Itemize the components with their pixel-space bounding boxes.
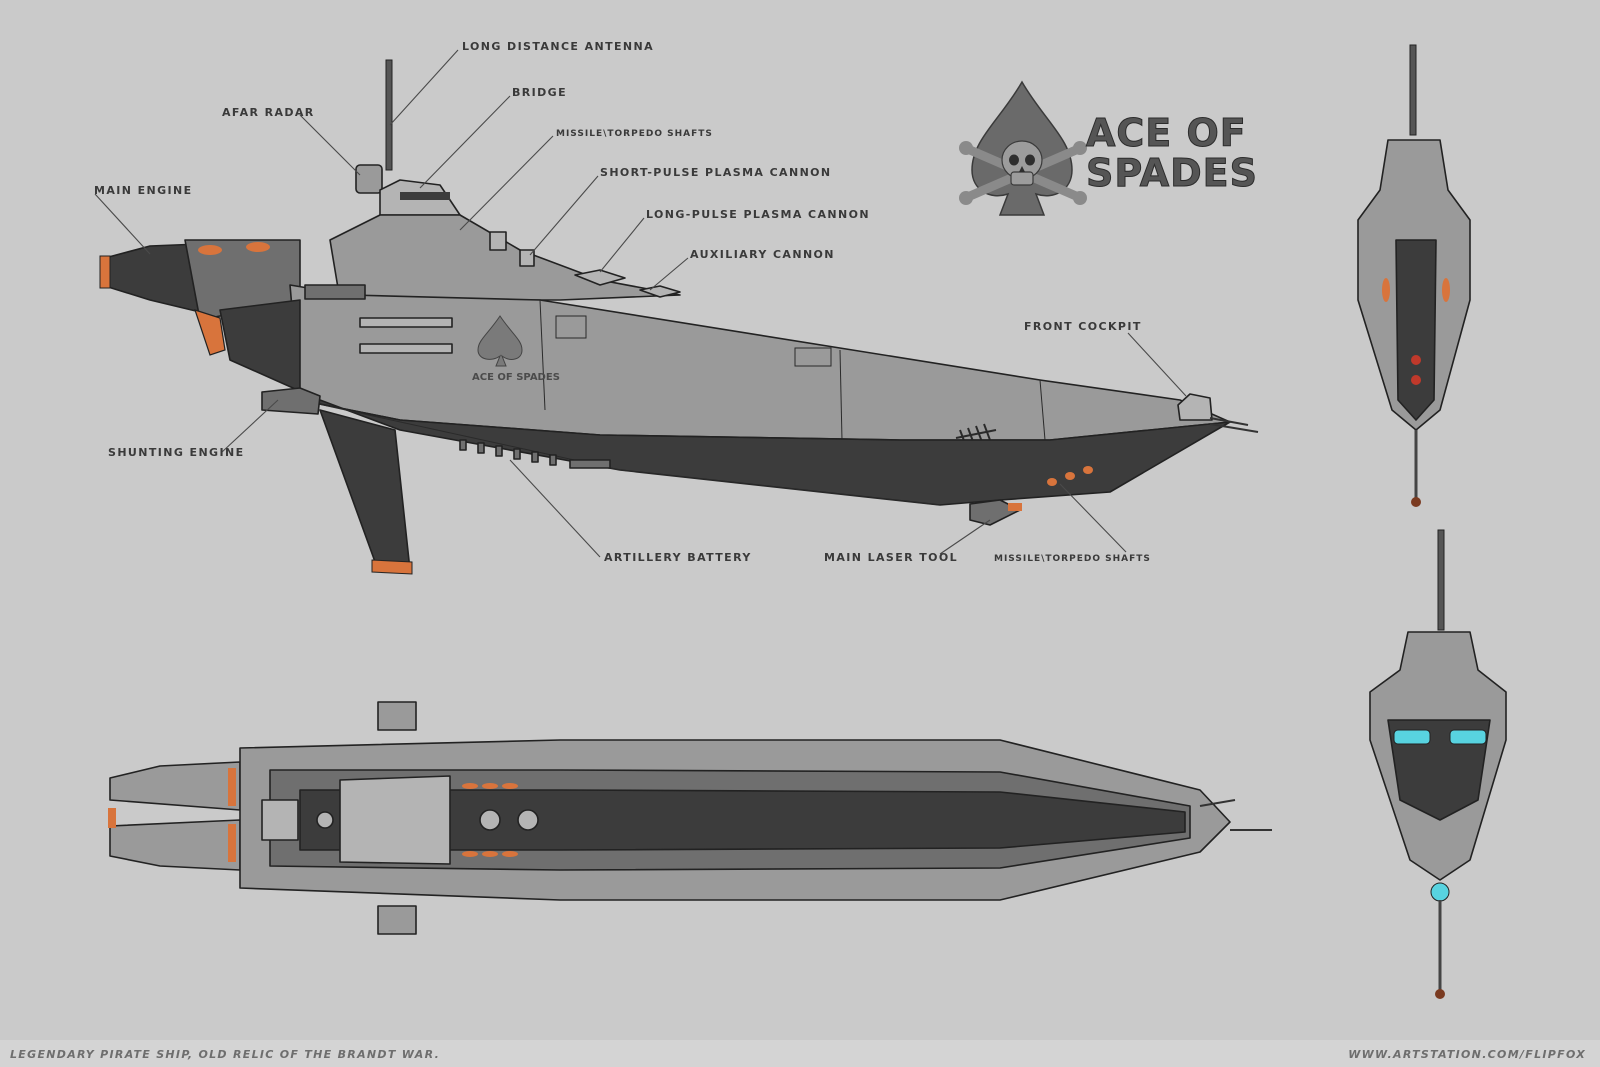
label-long-pulse-plasma-cannon: LONG-PULSE PLASMA CANNON (646, 208, 870, 221)
callout-labels: LONG DISTANCE ANTENNA BRIDGE AFAR RADAR … (94, 40, 1151, 564)
label-missile-torpedo-shafts-top: MISSILE\TORPEDO SHAFTS (556, 129, 713, 139)
label-shunting-engine: SHUNTING ENGINE (108, 446, 245, 459)
footer-credit: WWW.ARTSTATION.COM/FLIPFOX (1348, 1048, 1586, 1061)
emblem-title-line1: ACE OF (1086, 111, 1247, 155)
label-bridge: BRIDGE (512, 86, 567, 99)
front-view-lower (1369, 529, 1507, 999)
label-artillery-battery: ARTILLERY BATTERY (604, 551, 752, 564)
shunting-engine (261, 387, 321, 415)
ace-of-spades-emblem: ACE OF SPADES (959, 80, 1258, 216)
label-afar-radar: AFAR RADAR (222, 106, 315, 119)
label-front-cockpit: FRONT COCKPIT (1024, 320, 1142, 333)
label-missile-torpedo-shafts-bottom: MISSILE\TORPEDO SHAFTS (994, 554, 1151, 564)
front-view-upper (1357, 44, 1471, 507)
side-view: ACE OF SPADES (99, 59, 1259, 575)
label-main-laser-tool: MAIN LASER TOOL (824, 551, 958, 564)
callout-leaders (94, 49, 1187, 558)
main-hull (289, 284, 1231, 441)
emblem-title-line2: SPADES (1086, 151, 1258, 195)
wing (319, 409, 411, 571)
afar-radar (355, 164, 383, 194)
footer-bar: LEGENDARY PIRATE SHIP, OLD RELIC OF THE … (0, 1040, 1600, 1067)
hull-emblem: ACE OF SPADES (472, 315, 560, 383)
artillery-battery (459, 439, 611, 469)
long-distance-antenna (385, 59, 393, 171)
label-short-pulse-plasma-cannon: SHORT-PULSE PLASMA CANNON (600, 166, 832, 179)
label-long-distance-antenna: LONG DISTANCE ANTENNA (462, 40, 654, 53)
hull-emblem-text: ACE OF SPADES (472, 372, 560, 383)
label-auxiliary-cannon: AUXILIARY CANNON (690, 248, 835, 261)
top-view (108, 701, 1272, 935)
footer-caption: LEGENDARY PIRATE SHIP, OLD RELIC OF THE … (10, 1048, 441, 1061)
main-laser-tool (969, 499, 1021, 526)
short-pulse-plasma-cannon (304, 284, 366, 300)
front-cockpit (1177, 393, 1213, 421)
label-main-engine: MAIN ENGINE (94, 184, 193, 197)
skull-crossbones-spade-icon (959, 80, 1087, 216)
long-pulse-plasma-cannon (574, 269, 626, 286)
